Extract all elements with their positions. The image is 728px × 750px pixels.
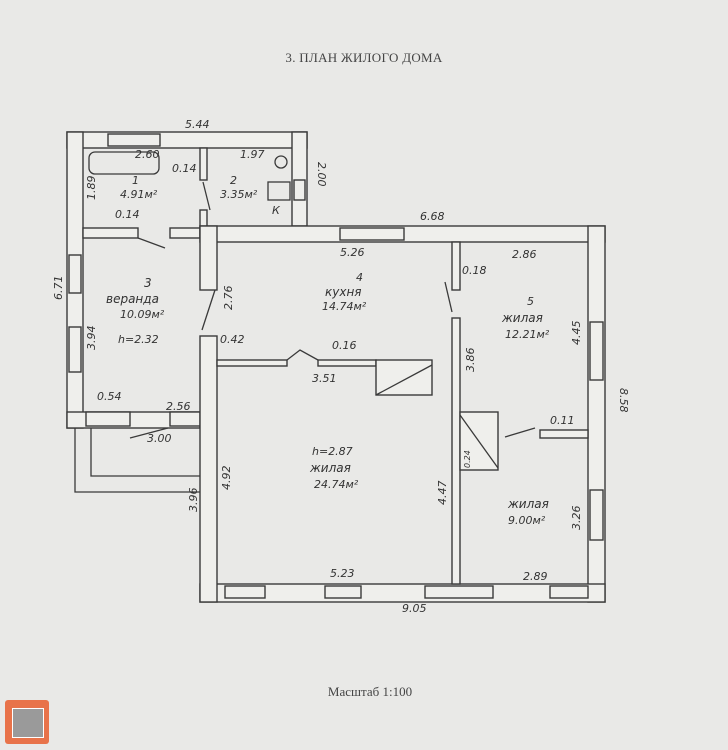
dim-label: 1.97 [240, 148, 265, 161]
sink [375, 359, 433, 396]
wall [539, 429, 589, 439]
window [339, 227, 405, 241]
sink-line [375, 364, 433, 396]
boiler-icon [274, 155, 288, 169]
dim-label: 3.96 [187, 488, 200, 513]
dim-label: 0.16 [332, 339, 357, 352]
dim-label: 3.51 [312, 372, 337, 385]
room-area: 12.21м² [505, 328, 550, 341]
window [293, 179, 306, 201]
window [549, 585, 589, 599]
wall [169, 227, 201, 239]
dim-label: 0.42 [220, 333, 245, 346]
room-area: 24.74м² [314, 478, 359, 491]
dim-label: 3.00 [147, 432, 172, 445]
wall [66, 131, 308, 149]
wall [199, 335, 218, 603]
room-number: 3 [144, 276, 152, 290]
window [424, 585, 494, 599]
door [504, 427, 536, 438]
room-number: 1 [132, 174, 139, 187]
dim-label: 0.54 [97, 390, 122, 403]
dim-label: 2.00 [315, 162, 328, 187]
dim-label: 4.47 [436, 481, 449, 506]
dim-label: 2.76 [222, 286, 235, 311]
wall [587, 225, 606, 603]
window [324, 585, 362, 599]
window [224, 585, 266, 599]
room-number: 4 [356, 271, 363, 284]
window [589, 489, 604, 541]
dim-label: 2.86 [512, 248, 537, 261]
step [169, 411, 201, 427]
dim-label: 5.26 [340, 246, 365, 259]
dim-label: 3.86 [464, 348, 477, 373]
room-name: веранда [106, 292, 159, 306]
window [68, 326, 82, 373]
page-title: 3. ПЛАН ЖИЛОГО ДОМА [285, 50, 443, 65]
porch-outline [74, 428, 200, 493]
dim-label: 6.68 [420, 210, 445, 223]
stove-line [459, 414, 499, 469]
dim-label: 0.11 [550, 414, 575, 427]
room-name: жилая [309, 461, 351, 475]
wall [82, 227, 139, 239]
dim-label: 0.18 [462, 264, 487, 277]
wall [451, 317, 461, 585]
dim-label: 4.45 [570, 321, 583, 346]
watermark-logo [5, 700, 49, 744]
dim-label: 0.14 [172, 162, 197, 175]
wall [216, 359, 288, 367]
wall [291, 131, 308, 227]
window [68, 254, 82, 294]
door [202, 181, 211, 211]
dim-label: 0.14 [115, 208, 140, 221]
wall [199, 147, 208, 181]
boiler-icon [267, 181, 291, 201]
door [137, 237, 166, 249]
window [589, 321, 604, 381]
step [85, 411, 131, 427]
door [129, 427, 169, 439]
door [201, 289, 216, 331]
dim-label: 5.23 [330, 567, 355, 580]
door [286, 349, 319, 361]
dim-label: 6.71 [52, 276, 65, 301]
wall [451, 241, 461, 291]
dim-label: 1.89 [85, 176, 98, 201]
room-area: 9.00м² [508, 514, 546, 527]
dim-label: 0.24 [463, 450, 472, 468]
scale-label: Масштаб 1:100 [327, 684, 413, 699]
dim-label: 4.92 [220, 466, 233, 491]
room-area: 14.74м² [322, 300, 367, 313]
room-area: 10.09м² [120, 308, 165, 321]
room-height: h=2.87 [312, 445, 353, 458]
wall [199, 225, 218, 291]
room-number: 5 [527, 295, 534, 308]
room-area: 3.35м² [220, 188, 258, 201]
room-name: кухня [325, 285, 362, 299]
dim-label: 8.58 [617, 388, 630, 413]
door [444, 281, 453, 313]
dim-label: 2.56 [166, 400, 191, 413]
dim-label: 2.60 [135, 148, 160, 161]
room-name: жилая [501, 311, 543, 325]
dim-label: 5.44 [185, 118, 210, 131]
room-height: h=2.32 [118, 333, 159, 346]
porch-outline [90, 428, 200, 477]
wall [317, 359, 377, 367]
dim-label: 9.05 [402, 602, 427, 615]
room-mark: К [272, 204, 281, 217]
window [107, 133, 161, 147]
dim-label: 2.89 [523, 570, 548, 583]
stove [459, 411, 499, 471]
bathtub [88, 151, 160, 175]
dim-label: 3.94 [85, 326, 98, 351]
dim-label: 3.26 [570, 506, 583, 531]
room-number: 2 [230, 174, 237, 187]
room-area: 4.91м² [120, 188, 158, 201]
room-name: жилая [507, 497, 549, 511]
